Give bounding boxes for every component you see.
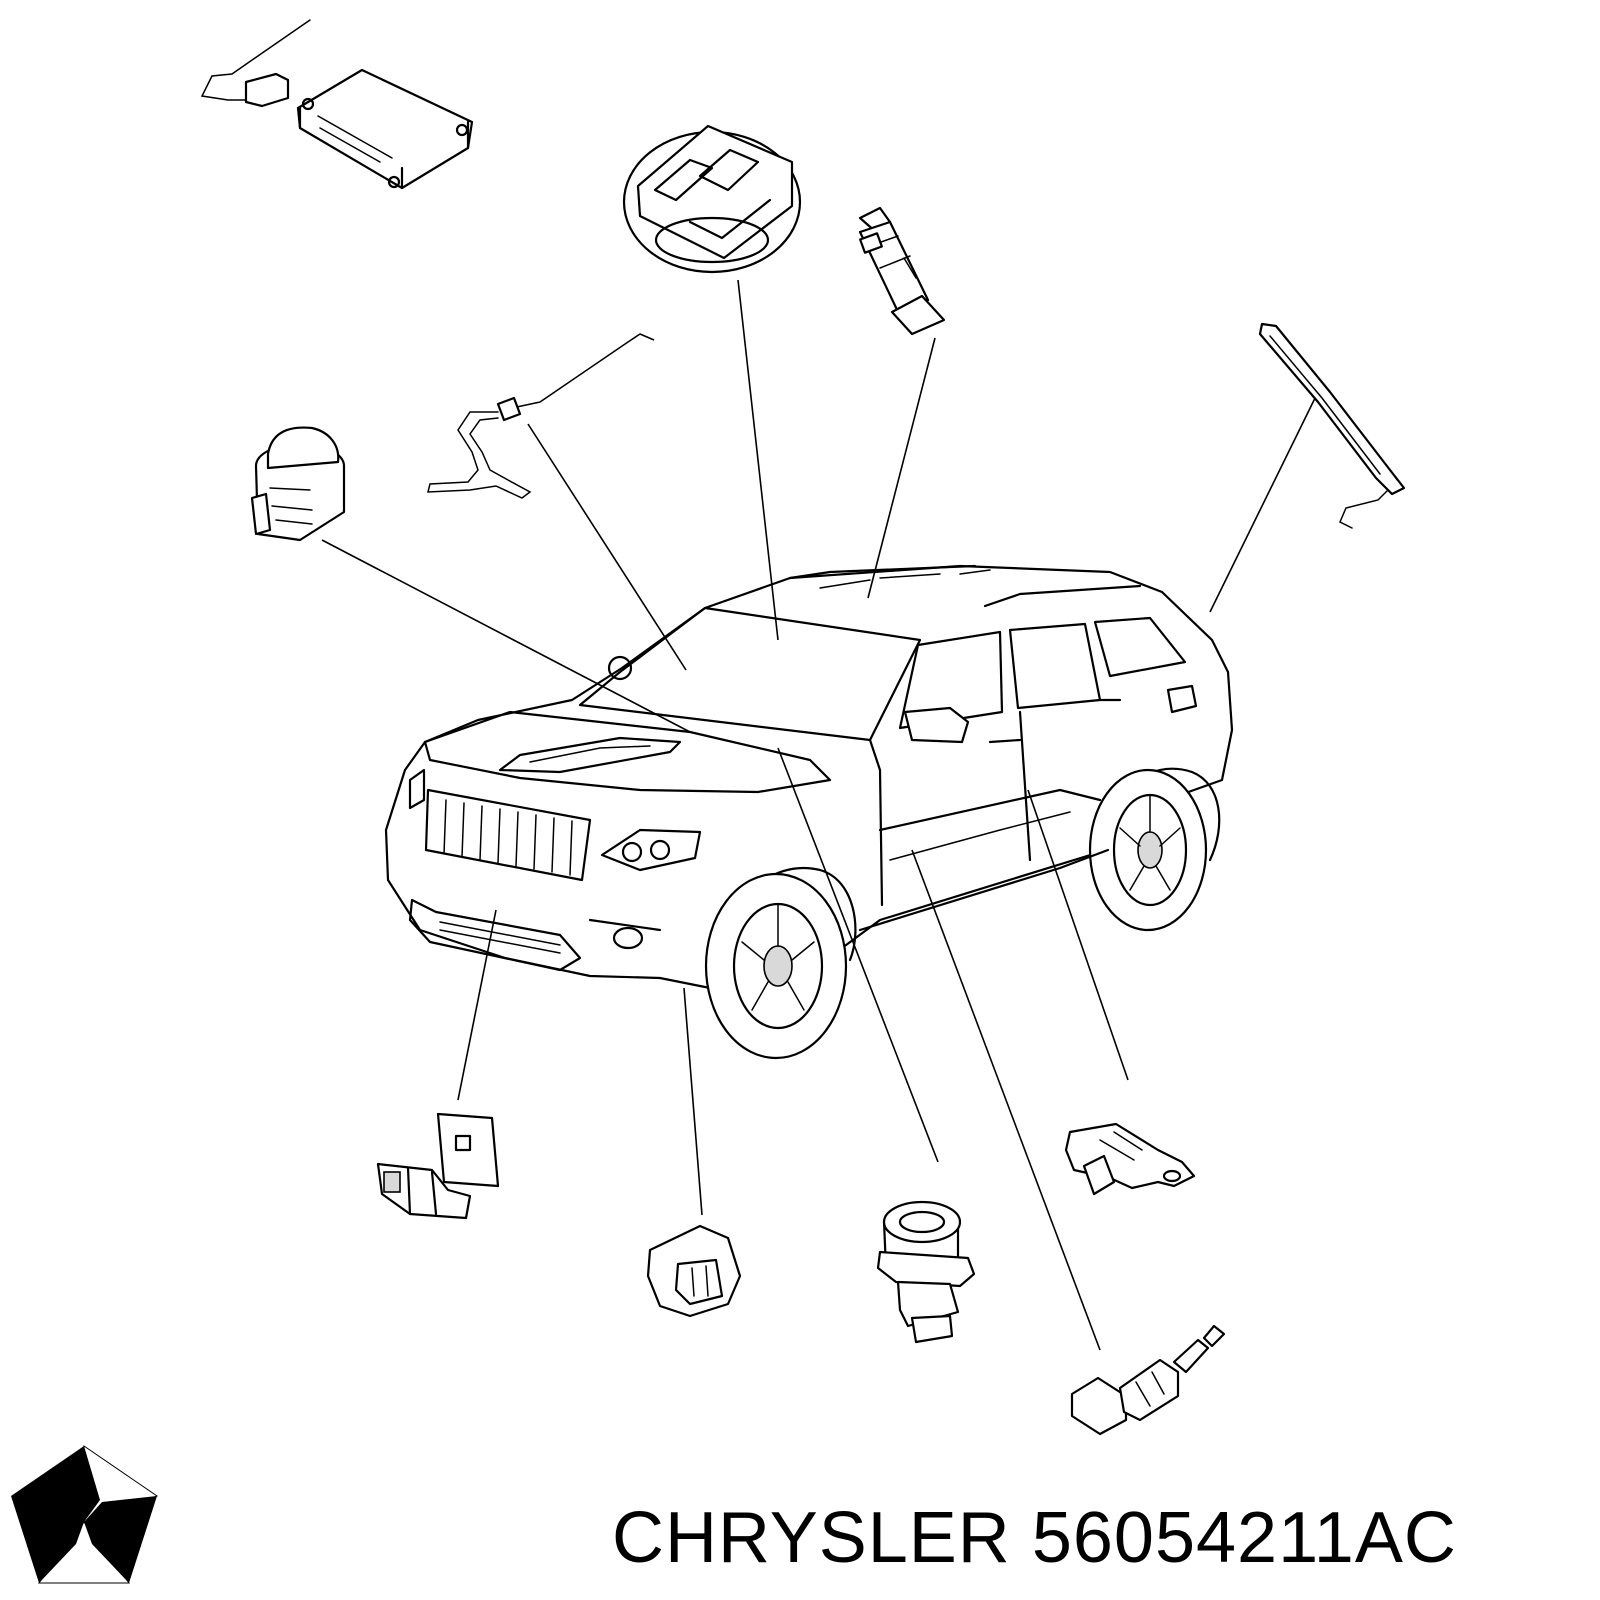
plunger-switch-part <box>1070 1324 1226 1436</box>
dome-sensor-part <box>250 426 346 542</box>
leader-endpoints <box>639 333 655 341</box>
speed-sensor-part <box>646 1224 742 1318</box>
control-module-part <box>200 19 474 190</box>
chrysler-pentastar-icon <box>11 1445 159 1584</box>
trim-strip-part <box>1258 322 1406 529</box>
temperature-sensor-part <box>876 1200 976 1344</box>
vehicle-illustration <box>384 564 1234 1060</box>
switch-sensor-part <box>858 206 946 336</box>
leader-lines <box>321 279 1319 1351</box>
antenna-part <box>427 333 641 499</box>
rain-sensor-part <box>622 124 802 274</box>
brand-name: CHRYSLER <box>612 1498 1011 1578</box>
part-caption: CHRYSLER 56054211AC <box>612 1488 1457 1588</box>
brake-switch-part <box>1064 1122 1196 1196</box>
impact-sensor-part <box>376 1112 500 1220</box>
part-number: 56054211AC <box>1031 1498 1457 1578</box>
